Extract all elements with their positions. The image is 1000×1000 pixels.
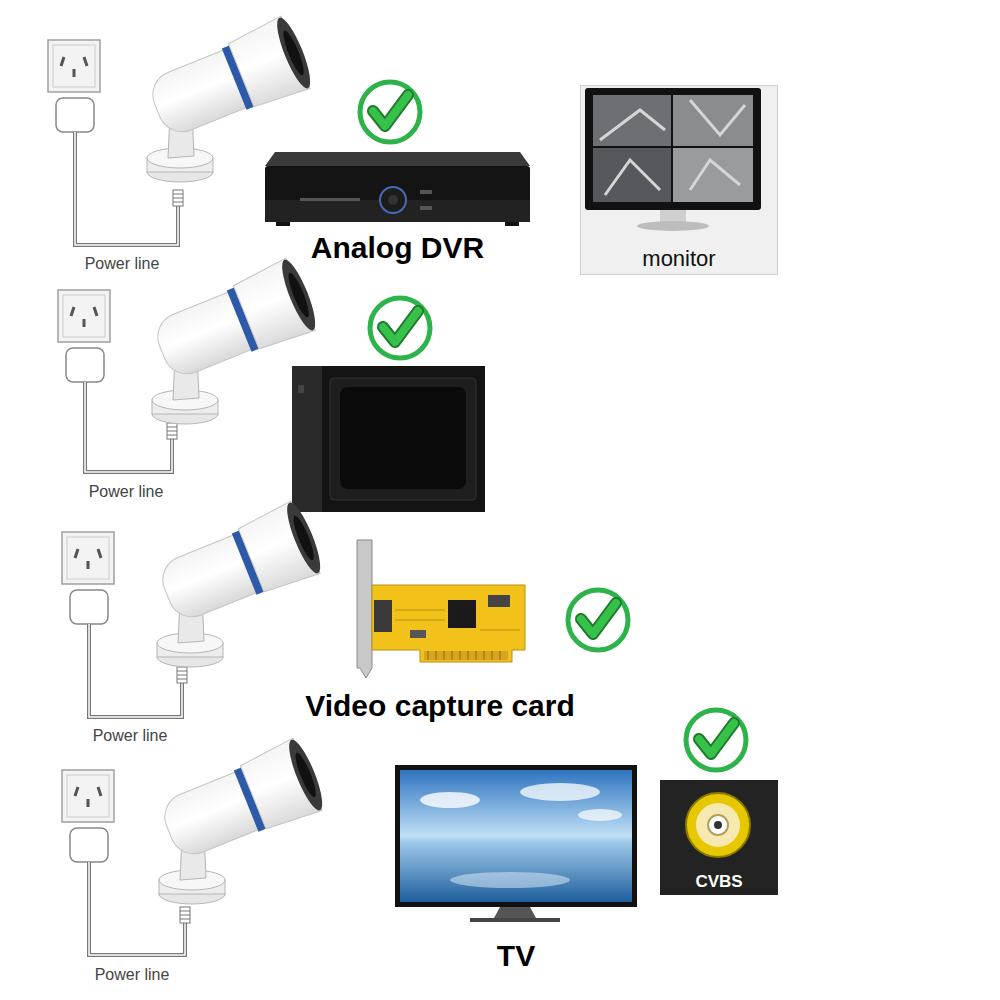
cvbs-port-illustration: [660, 780, 778, 895]
capture-card-illustration: [357, 540, 525, 678]
cvbs-port: CVBS: [660, 780, 778, 895]
check-mark: [568, 590, 628, 650]
check-mark: [370, 298, 430, 358]
check-mark: [686, 710, 746, 770]
tv-set: TV: [395, 765, 637, 973]
crt-monitor-illustration: [292, 366, 485, 512]
device-label: CVBS: [695, 872, 742, 892]
power-wiring: [62, 770, 190, 955]
device-label: monitor: [642, 246, 715, 271]
wire-label: Power line: [85, 255, 160, 273]
power-wiring: [48, 40, 183, 245]
dvr-illustration: [265, 152, 530, 226]
camera: [152, 498, 327, 667]
monitor-illustration: [580, 85, 778, 275]
wire-label: Power line: [95, 966, 170, 984]
power-wiring: [58, 290, 177, 472]
capture-card: Video capture card: [280, 540, 600, 723]
device-label: TV: [497, 939, 535, 974]
check-mark: [360, 82, 420, 142]
monitor-box: monitor: [580, 85, 778, 275]
tv-illustration: [395, 765, 637, 922]
camera: [154, 735, 329, 904]
dvr-device: Analog DVR: [265, 150, 530, 265]
device-label: Analog DVR: [311, 231, 484, 266]
wire-label: Power line: [93, 727, 168, 745]
device-label: Video capture card: [305, 689, 575, 724]
power-wiring: [62, 532, 187, 717]
wire-label: Power line: [89, 483, 164, 501]
